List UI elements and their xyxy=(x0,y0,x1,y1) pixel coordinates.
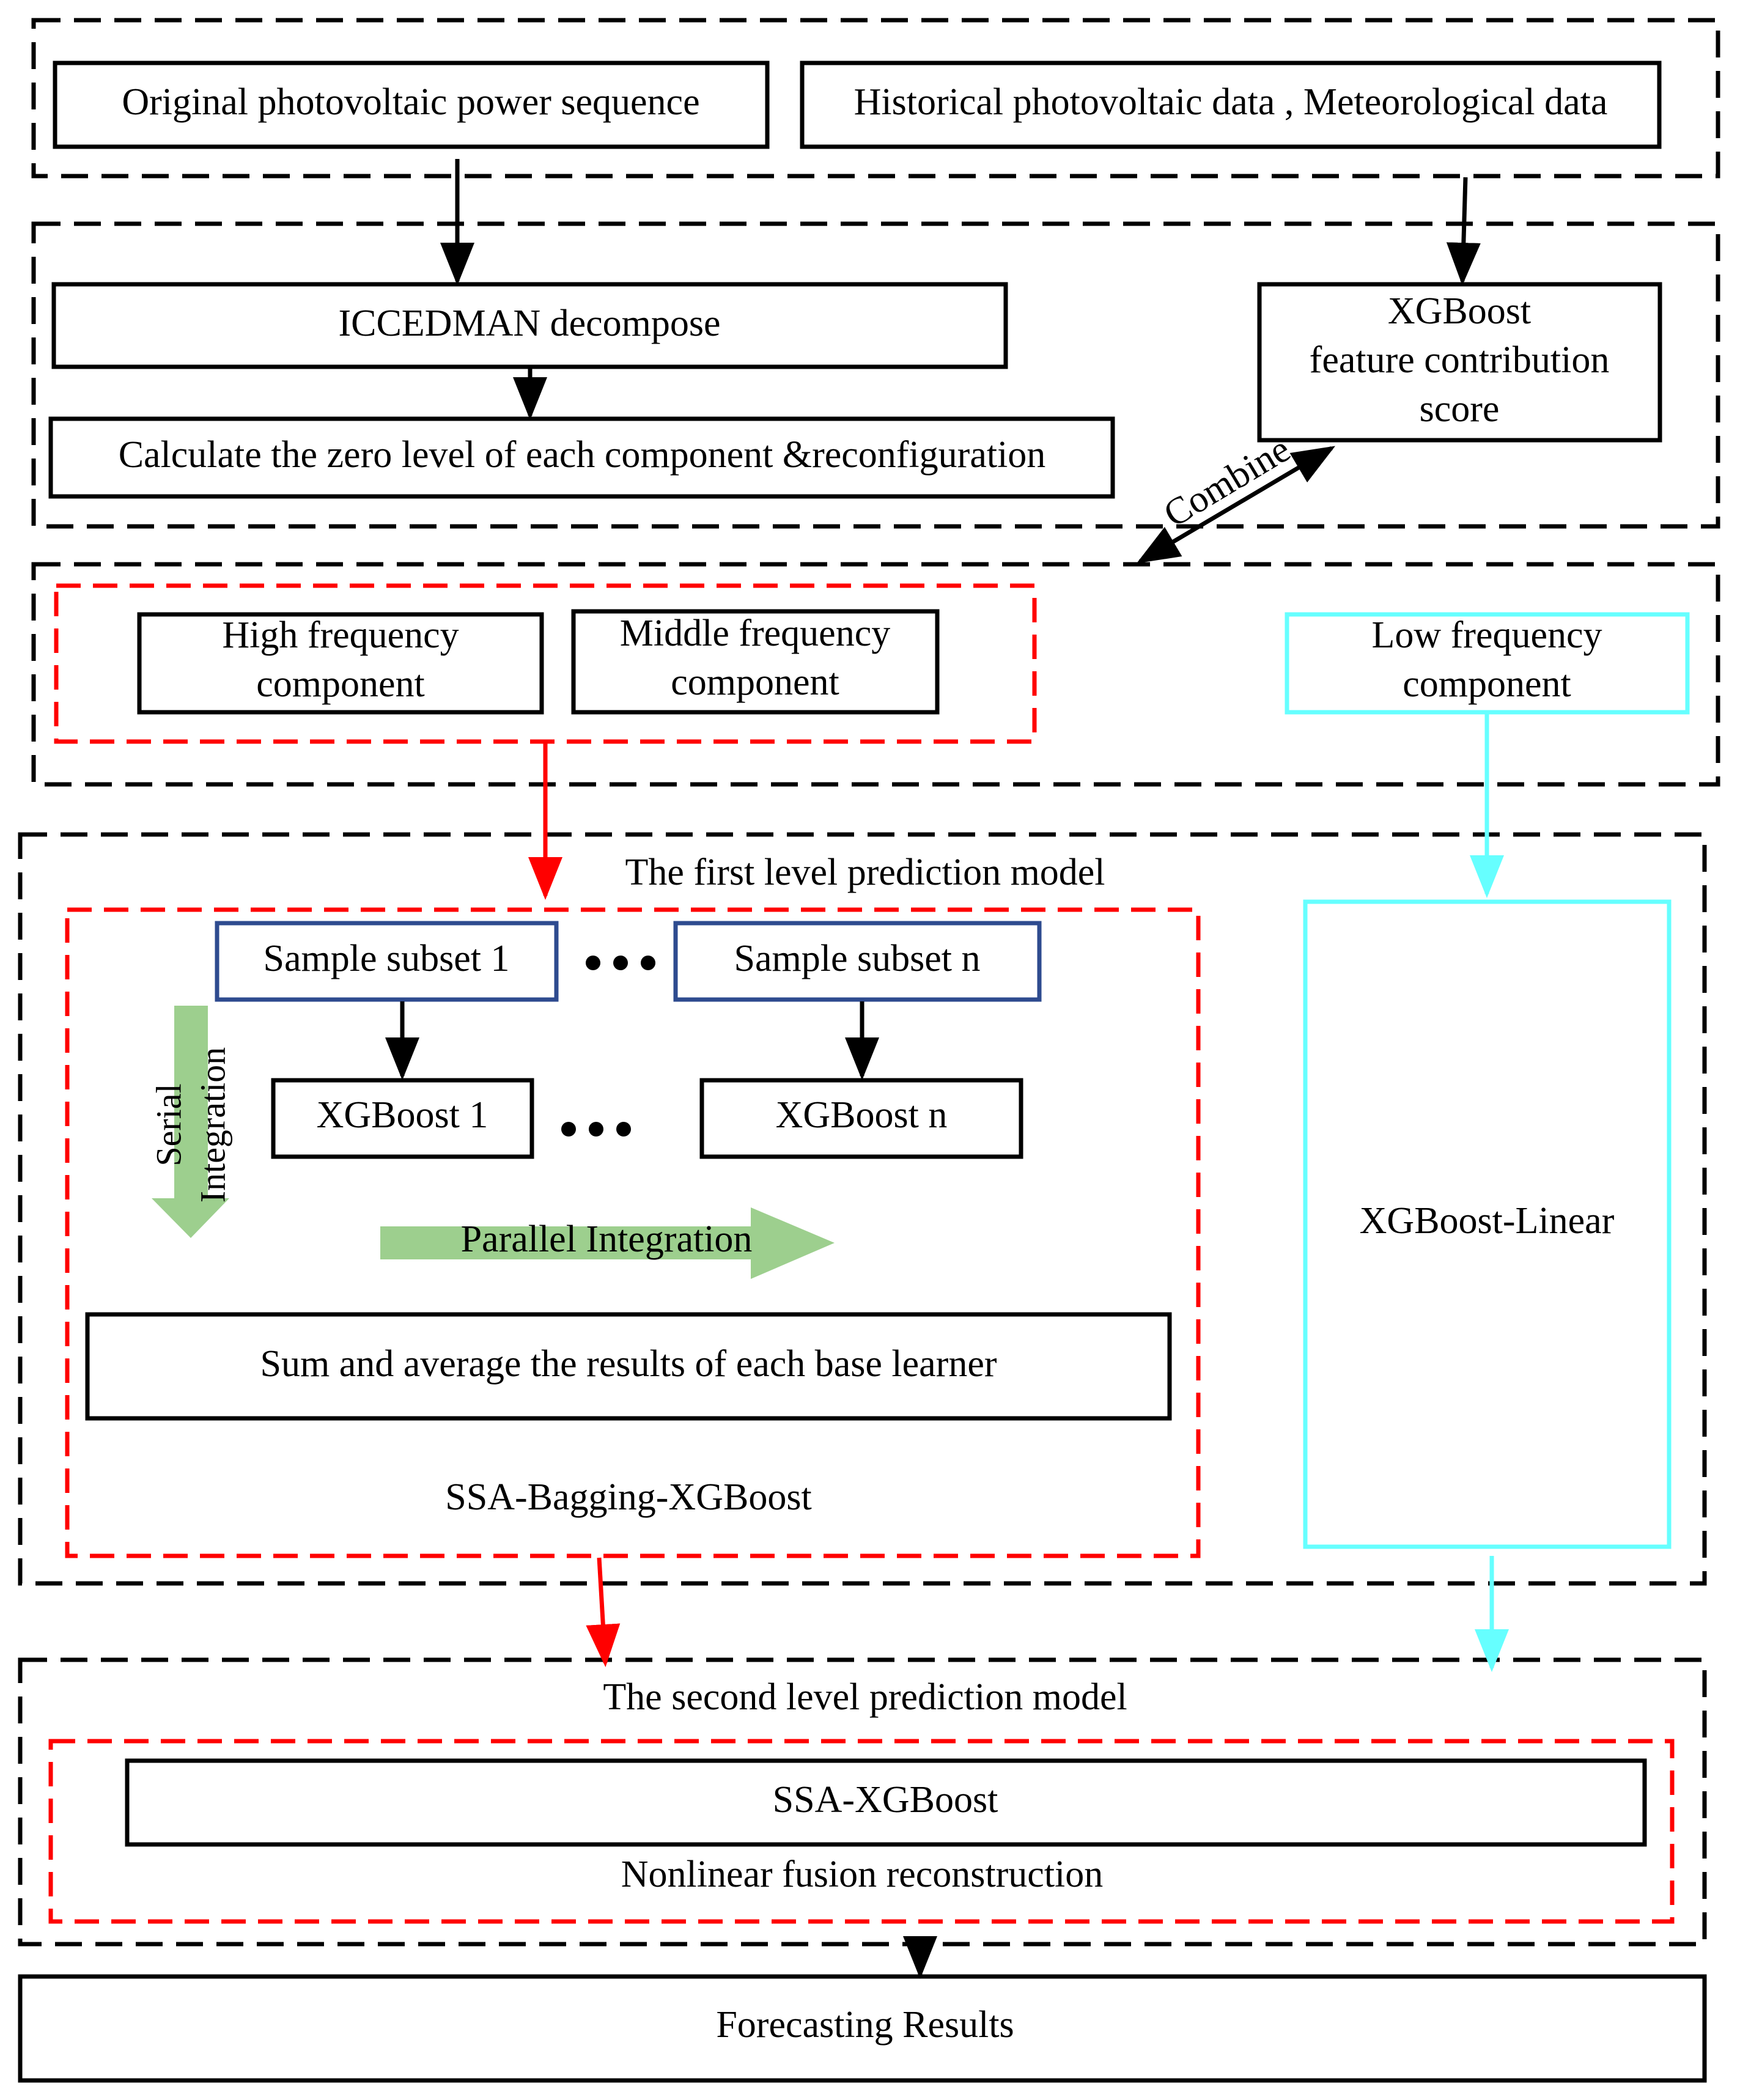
historical-data-label: Historical photovoltaic data , Meteorolo… xyxy=(854,81,1608,123)
parallel-integration-arrow xyxy=(380,1207,835,1279)
middle-frequency-line1: Middle frequency xyxy=(620,613,890,654)
xgboost-linear-label: XGBoost-Linear xyxy=(1360,1200,1615,1242)
components-group-frame xyxy=(31,562,1720,787)
xgboost-1-box: XGBoost 1 xyxy=(271,1078,534,1159)
sample-subset-n-label: Sample subset n xyxy=(734,938,981,979)
first-level-group-frame xyxy=(18,832,1707,1586)
second-level-subgroup-frame xyxy=(48,1739,1675,1924)
xgboost-n-label: XGBoost n xyxy=(776,1094,948,1136)
xgboost-feature-line3: score xyxy=(1420,388,1500,430)
serial-integration-line2: Integration xyxy=(193,1047,232,1203)
bagging-model-label: SSA-Bagging-XGBoost xyxy=(445,1476,811,1518)
high-frequency-box: High frequency component xyxy=(137,612,544,715)
ellipsis-icon xyxy=(586,956,655,970)
fusion-label: Nonlinear fusion reconstruction xyxy=(621,1854,1104,1895)
middle-frequency-box: Middle frequency component xyxy=(571,609,940,715)
arrow-historical-to-xgboost xyxy=(1446,177,1481,286)
ellipsis-icon xyxy=(561,1122,631,1137)
xgboost-linear-box: XGBoost-Linear xyxy=(1303,899,1672,1549)
original-sequence-label: Original photovoltaic power sequence xyxy=(122,81,699,123)
bagging-subgroup-frame xyxy=(65,907,1201,1558)
decompose-label: ICCEDMAN decompose xyxy=(338,303,720,344)
low-frequency-line1: Low frequency xyxy=(1372,614,1602,656)
serial-integration-line1: Serial xyxy=(149,1083,188,1166)
high-frequency-line2: component xyxy=(256,663,425,705)
low-frequency-box: Low frequency component xyxy=(1285,612,1690,715)
input-group-frame xyxy=(31,18,1720,179)
arrow-bagging-to-second-level xyxy=(586,1557,621,1667)
xgboost-1-label: XGBoost 1 xyxy=(317,1094,488,1136)
sample-subset-1-box: Sample subset 1 xyxy=(215,921,559,1002)
sample-subset-n-box: Sample subset n xyxy=(673,921,1042,1002)
parallel-integration-label: Parallel Integration xyxy=(461,1218,753,1260)
serial-integration-arrow xyxy=(152,1006,229,1238)
xgboost-feature-line2: feature contribution xyxy=(1310,339,1610,381)
original-sequence-box: Original photovoltaic power sequence xyxy=(53,61,770,149)
zero-level-box: Calculate the zero level of each compone… xyxy=(48,416,1115,499)
sample-subset-1-label: Sample subset 1 xyxy=(264,938,510,979)
xgboost-feature-line1: XGBoost xyxy=(1388,290,1531,332)
low-frequency-line2: component xyxy=(1403,663,1571,705)
combine-double-arrow xyxy=(1136,446,1336,564)
ssa-xgboost-box: SSA-XGBoost xyxy=(125,1758,1647,1847)
middle-frequency-line2: component xyxy=(671,661,839,703)
forecasting-results-box: Forecasting Results xyxy=(18,1974,1707,2083)
historical-data-box: Historical photovoltaic data , Meteorolo… xyxy=(800,61,1662,149)
sum-average-label: Sum and average the results of each base… xyxy=(260,1343,997,1385)
second-level-group-frame xyxy=(18,1657,1707,1947)
first-level-title: The first level prediction model xyxy=(625,852,1105,893)
decompose-box: ICCEDMAN decompose xyxy=(51,282,1008,369)
forecasting-results-label: Forecasting Results xyxy=(716,2004,1014,2046)
zero-level-label: Calculate the zero level of each compone… xyxy=(119,434,1046,476)
decomposition-group-frame xyxy=(31,221,1720,529)
sum-average-box: Sum and average the results of each base… xyxy=(85,1312,1172,1421)
xgboost-feature-score-box: XGBoost feature contribution score xyxy=(1257,282,1662,443)
second-level-title: The second level prediction model xyxy=(603,1676,1127,1718)
high-frequency-line1: High frequency xyxy=(222,614,459,656)
xgboost-n-box: XGBoost n xyxy=(699,1078,1023,1159)
ssa-xgboost-label: SSA-XGBoost xyxy=(773,1779,998,1821)
